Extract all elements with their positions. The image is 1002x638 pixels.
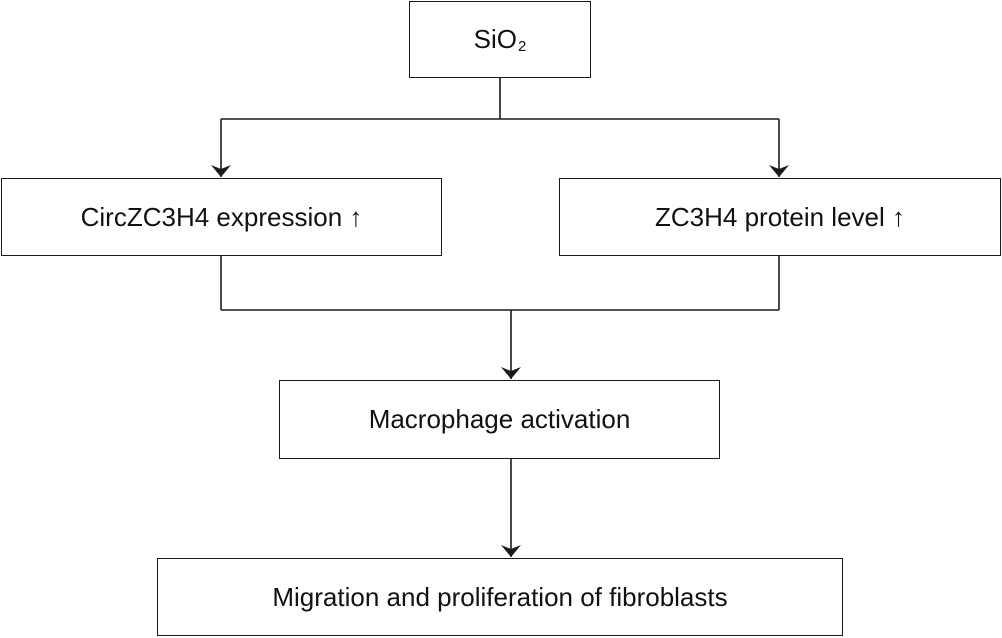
node-zc3h4-protein-level-label: ZC3H4 protein level ↑ xyxy=(655,201,905,232)
node-fibroblast-migration-label: Migration and proliferation of fibroblas… xyxy=(272,581,728,612)
node-macrophage-activation: Macrophage activation xyxy=(279,380,720,459)
node-zc3h4-protein-level: ZC3H4 protein level ↑ xyxy=(559,178,1001,256)
node-circzc3h4-expression-label: CircZC3H4 expression ↑ xyxy=(80,201,363,232)
node-circzc3h4-expression: CircZC3H4 expression ↑ xyxy=(1,178,442,256)
node-fibroblast-migration: Migration and proliferation of fibroblas… xyxy=(157,558,843,636)
node-macrophage-activation-label: Macrophage activation xyxy=(368,404,631,434)
node-sio2-label: SiO xyxy=(473,24,517,54)
node-sio2-subscript: 2 xyxy=(518,38,527,55)
